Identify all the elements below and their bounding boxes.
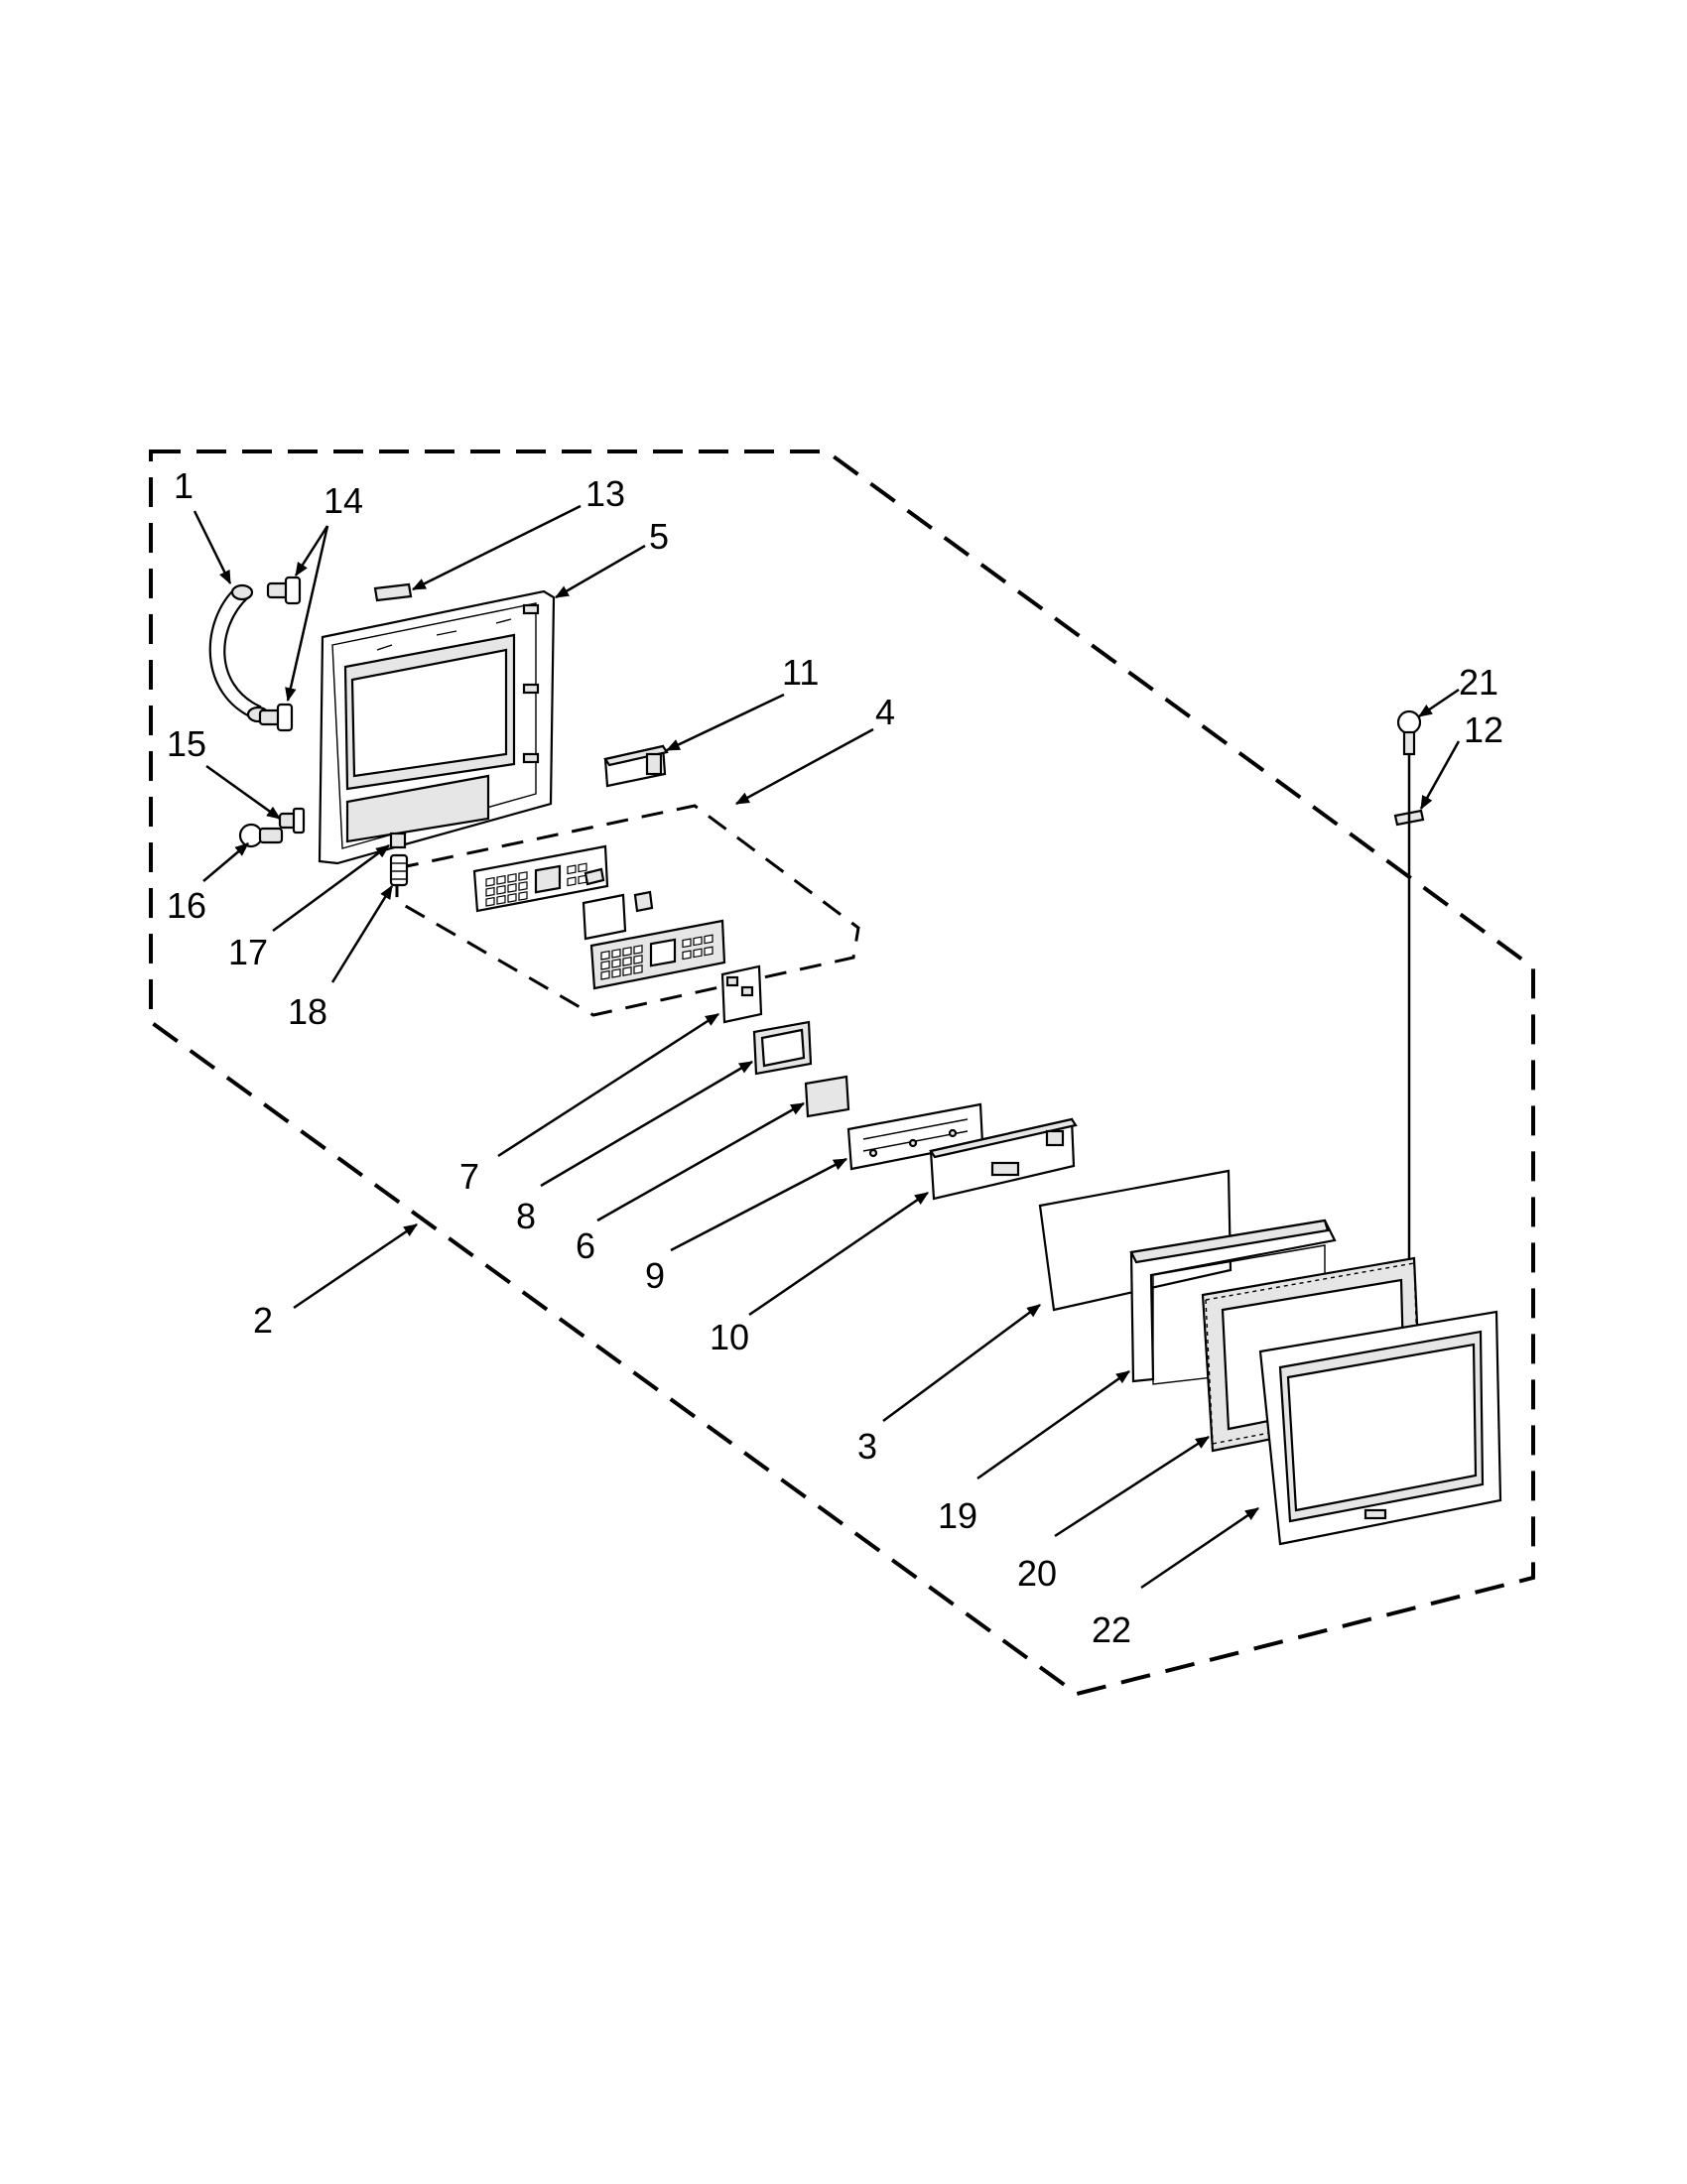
callout-4: 4 [875,692,895,732]
callout-16: 16 [167,885,206,926]
part-15-hinge-pin [278,807,306,835]
callout-8: 8 [516,1196,536,1236]
callout-7: 7 [459,1156,479,1197]
part-19-inner-frame [1129,1219,1337,1385]
callout-21: 21 [1459,662,1498,703]
part-4-keypad [589,919,726,990]
callout-labels: 1 14 13 5 11 4 15 16 17 18 21 12 7 8 6 9… [167,465,1503,1650]
callout-2: 2 [253,1300,273,1341]
part-1-handle [208,583,270,723]
part-14-screw-lower [258,703,294,732]
part-8-window-frame [752,1020,813,1076]
leader-lines [193,504,1461,1590]
part-4-control-panel [472,844,609,913]
part-4-foam-pad [582,890,654,941]
part-18-screw [389,853,409,887]
callout-15: 15 [167,723,206,764]
control-panel-boundary [395,804,860,1017]
callout-12: 12 [1464,709,1503,750]
part-3-glass [1038,1169,1233,1312]
part-10-control-housing [929,1117,1078,1201]
callout-5: 5 [649,516,669,557]
part-6-lens [804,1075,850,1118]
part-5-door-frame [318,589,556,865]
part-17-spring [389,832,407,849]
part-14-screw-upper [266,576,302,605]
callout-20: 20 [1017,1553,1057,1594]
part-9-circuit-board [846,1102,984,1171]
callout-14: 14 [324,480,363,521]
callout-11: 11 [782,652,819,693]
callout-19: 19 [938,1495,977,1536]
callout-6: 6 [576,1225,595,1266]
callout-1: 1 [174,465,194,506]
assembly-boundary [149,450,1535,1697]
part-11-bracket [603,744,669,788]
part-22-outer-frame [1258,1310,1502,1546]
part-16-screw [238,823,284,848]
callout-13: 13 [585,473,625,514]
part-7-board [720,964,763,1024]
part-21-screw [1396,709,1422,756]
callout-18: 18 [288,991,327,1032]
part-13-badge [373,582,413,602]
callout-10: 10 [710,1317,749,1357]
callout-3: 3 [857,1426,877,1467]
callout-22: 22 [1092,1609,1131,1650]
callout-17: 17 [228,932,268,972]
callout-9: 9 [645,1255,665,1296]
